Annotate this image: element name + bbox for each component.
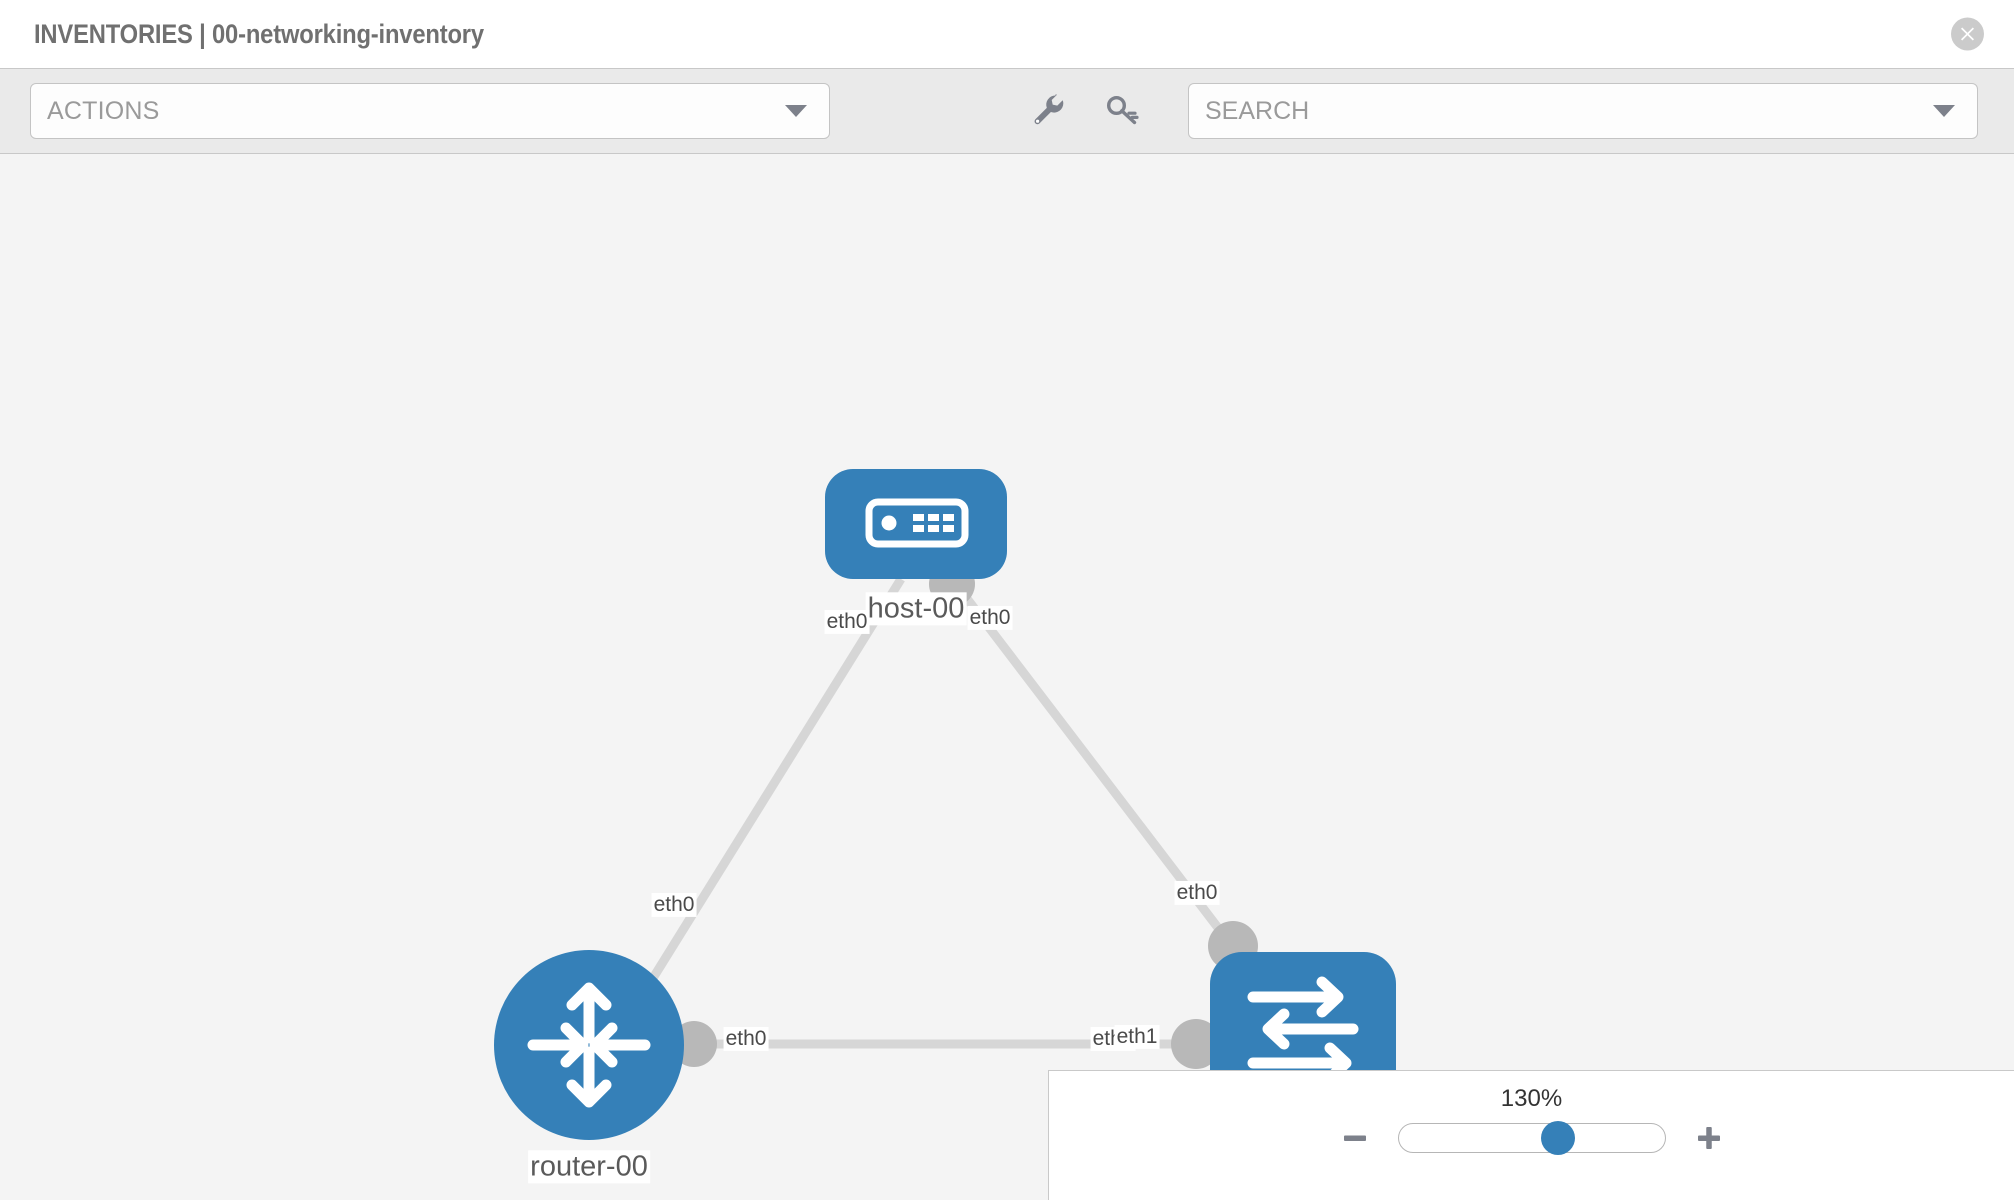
- zoom-slider-thumb[interactable]: [1541, 1121, 1576, 1155]
- topology-edges: [636, 576, 1242, 1049]
- chevron-down-icon[interactable]: [1933, 105, 1955, 117]
- iface-label-router-eth0-right: eth0: [723, 1026, 769, 1052]
- page-header: INVENTORIES | 00-networking-inventory: [0, 0, 2014, 68]
- search-field[interactable]: [1188, 83, 1978, 139]
- zoom-level-value: 130%: [1500, 1085, 1563, 1112]
- node-router-00[interactable]: [494, 950, 684, 1140]
- iface-label-host-eth0-left: eth0: [824, 609, 870, 635]
- iface-label-host-eth0-right: eth0: [967, 605, 1013, 631]
- interface-stub[interactable]: [1171, 1019, 1221, 1069]
- zoom-slider-track[interactable]: [1397, 1121, 1666, 1155]
- actions-dropdown[interactable]: ACTIONS: [30, 83, 830, 139]
- minus-icon: [1343, 1135, 1366, 1141]
- node-label-router-00: router-00: [528, 1150, 650, 1184]
- wrench-icon[interactable]: [1030, 91, 1066, 132]
- actions-dropdown-label: ACTIONS: [47, 96, 160, 125]
- node-label-host-00: host-00: [865, 592, 967, 626]
- plus-icon: [1697, 1127, 1720, 1149]
- close-glyph: [1961, 27, 1974, 41]
- zoom-out-button[interactable]: [1338, 1121, 1372, 1155]
- search-input[interactable]: [1205, 96, 1961, 126]
- node-host-00[interactable]: [825, 469, 1007, 579]
- key-icon[interactable]: [1104, 91, 1140, 132]
- topology-canvas[interactable]: host-00 router-00 switch-00 eth0 eth0 et…: [0, 154, 2014, 1200]
- iface-label-router-eth0-up: eth0: [651, 892, 697, 918]
- key-glyph: [1106, 95, 1139, 124]
- iface-label-switch-eth1: eth1: [1114, 1024, 1160, 1050]
- zoom-control-panel: 130%: [1048, 1070, 2014, 1200]
- router-arrows-icon: [527, 982, 651, 1108]
- toolbar-icon-group: [1030, 91, 1140, 132]
- close-icon[interactable]: [1951, 17, 1984, 51]
- iface-label-switch-eth0-up: eth0: [1174, 880, 1220, 906]
- topology-graph: [494, 469, 1396, 1140]
- chevron-down-icon: [785, 105, 807, 117]
- zoom-in-button[interactable]: [1692, 1121, 1726, 1155]
- toolbar: ACTIONS: [0, 68, 2014, 154]
- zoom-slider-row: [1338, 1121, 1726, 1155]
- edge-host-router[interactable]: [636, 576, 905, 1002]
- page-title: INVENTORIES | 00-networking-inventory: [34, 18, 484, 49]
- server-icon: [865, 498, 969, 548]
- wrench-glyph: [1034, 93, 1064, 124]
